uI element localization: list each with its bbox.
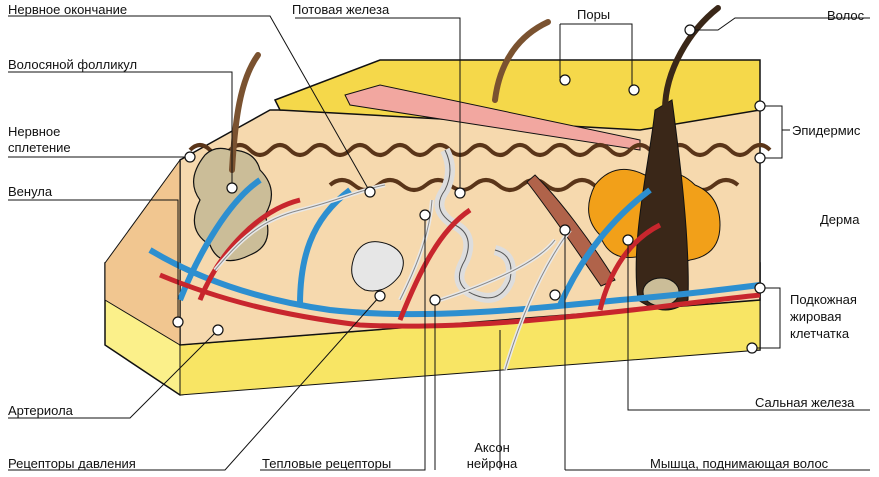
label-nerve-plexus-line1: Нервное (8, 124, 60, 139)
label-sweat-gland: Потовая железа (292, 2, 389, 17)
label-hair-follicle: Волосяной фолликул (8, 57, 137, 72)
label-axon-line2: нейрона (455, 456, 529, 471)
label-axon-line1: Аксон (462, 440, 522, 455)
label-heat-receptors: Тепловые рецепторы (262, 456, 391, 471)
label-nerve-ending: Нервное окончание (8, 2, 127, 17)
label-subcutaneous-line1: Подкожная (790, 292, 857, 307)
label-dermis: Дерма (820, 212, 859, 227)
label-subcutaneous-line2: жировая (790, 309, 841, 324)
label-subcutaneous-line3: клетчатка (790, 326, 849, 341)
label-pressure-receptors: Рецепторы давления (8, 456, 136, 471)
label-sebaceous-gland: Сальная железа (755, 395, 854, 410)
label-pores: Поры (577, 7, 610, 22)
label-nerve-plexus-line2: сплетение (8, 140, 71, 155)
label-arrector-muscle: Мышца, поднимающая волос (650, 456, 828, 471)
label-venule: Венула (8, 184, 52, 199)
label-hair: Волос (827, 8, 864, 23)
label-arteriole: Артериола (8, 403, 73, 418)
label-epidermis: Эпидермис (792, 123, 860, 138)
